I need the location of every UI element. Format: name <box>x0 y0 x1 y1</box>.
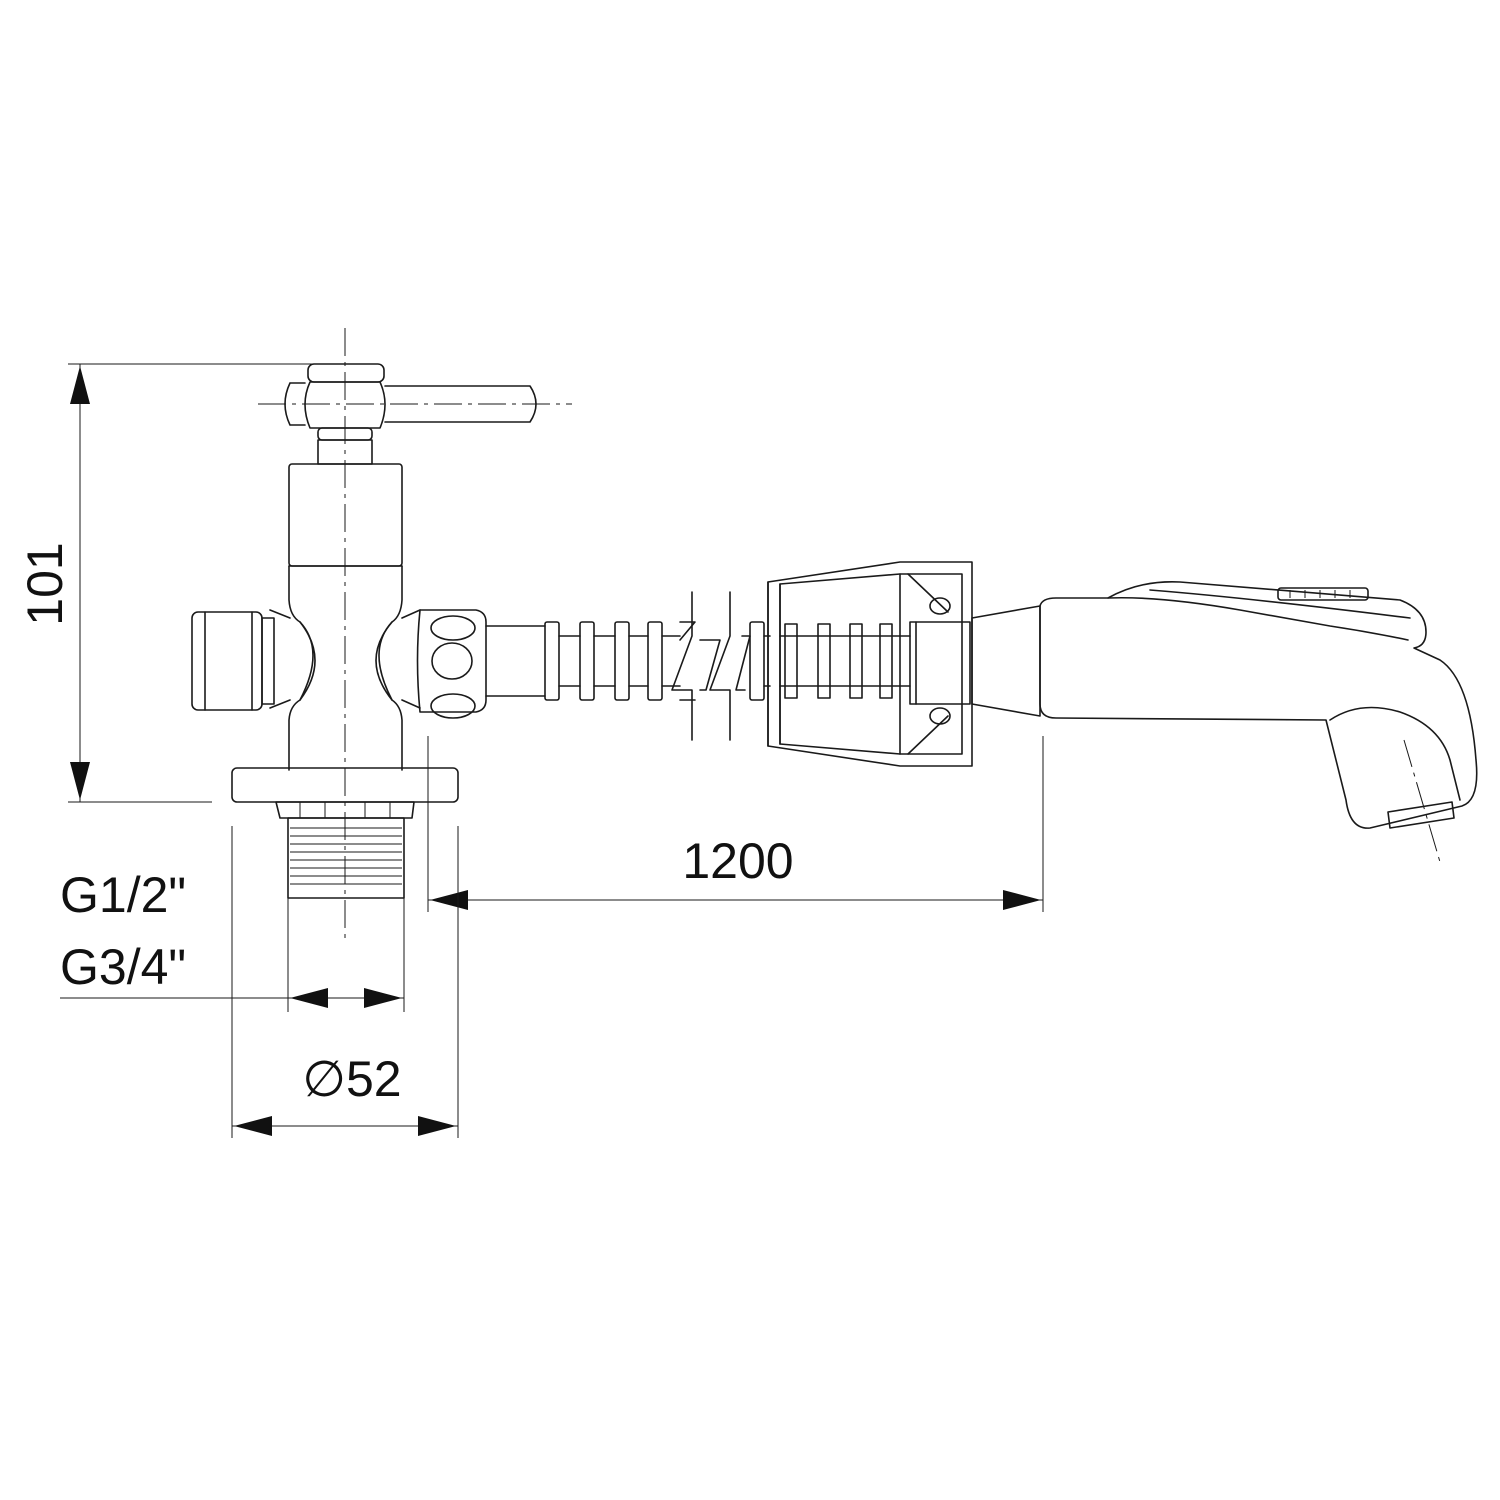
height-dimension: 101 <box>17 363 345 803</box>
valve-handle <box>258 363 572 441</box>
left-outlet-nut <box>191 611 275 711</box>
length-label: 1200 <box>682 833 793 889</box>
threaded-connector <box>287 817 405 899</box>
thread-label-1: G1/2" <box>60 867 186 923</box>
valve-assembly <box>191 328 572 940</box>
valve-body <box>269 463 421 771</box>
length-dimension: 1200 <box>427 736 1044 912</box>
hose-ribs-left <box>544 621 696 701</box>
hose <box>485 591 771 741</box>
right-coupling-nut <box>416 609 487 719</box>
thread-dimension: G1/2" G3/4" <box>60 867 405 1012</box>
diameter-dimension: ∅52 <box>231 826 459 1138</box>
base-flange <box>231 767 459 819</box>
height-label: 101 <box>17 542 73 625</box>
hand-shower <box>971 581 1478 863</box>
hose-holder <box>767 561 973 767</box>
diameter-label: ∅52 <box>302 1051 401 1107</box>
break-symbol <box>671 591 751 741</box>
thread-label-2: G3/4" <box>60 939 186 995</box>
hose-ribs-right <box>749 621 771 701</box>
